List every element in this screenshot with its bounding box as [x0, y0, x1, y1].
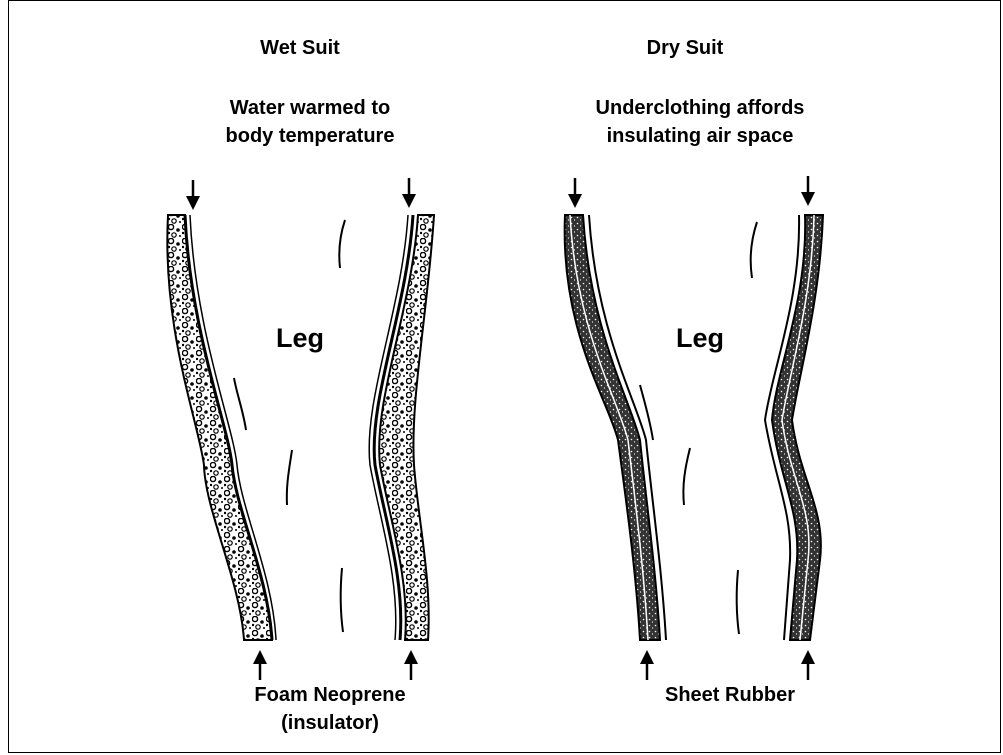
wet-suit-leg-label: Leg [250, 322, 350, 356]
dry-suit-right-wall [765, 215, 823, 640]
wet-suit-arrow-top-right [402, 178, 416, 208]
dry-suit-material-line1: Sheet Rubber [600, 683, 860, 708]
wet-suit-arrow-top-left [186, 180, 200, 210]
dry-suit-leg-contours [640, 222, 757, 634]
dry-suit-note-line2: insulating air space [555, 124, 845, 149]
dry-suit-leg-label: Leg [650, 322, 750, 356]
wet-suit-material-line2: (insulator) [200, 711, 460, 736]
dry-suit-title: Dry Suit [585, 36, 785, 61]
wet-suit-material-line1: Foam Neoprene [200, 683, 460, 708]
wet-suit-arrow-bottom-right [404, 650, 418, 680]
dry-suit-note-line1: Underclothing affords [555, 96, 845, 121]
dry-suit-arrow-bottom-right [801, 650, 815, 680]
wet-suit-note-line1: Water warmed to [180, 96, 440, 121]
dry-suit-arrow-top-right [801, 176, 815, 206]
wet-suit-left-wall [167, 215, 276, 640]
wet-suit-arrow-bottom-left [253, 650, 267, 680]
dry-suit-arrow-top-left [568, 178, 582, 208]
wet-suit-note-line2: body temperature [180, 124, 440, 149]
wet-suit-right-wall [369, 215, 434, 640]
dry-suit-arrow-bottom-left [640, 650, 654, 680]
wet-suit-title: Wet Suit [200, 36, 400, 61]
